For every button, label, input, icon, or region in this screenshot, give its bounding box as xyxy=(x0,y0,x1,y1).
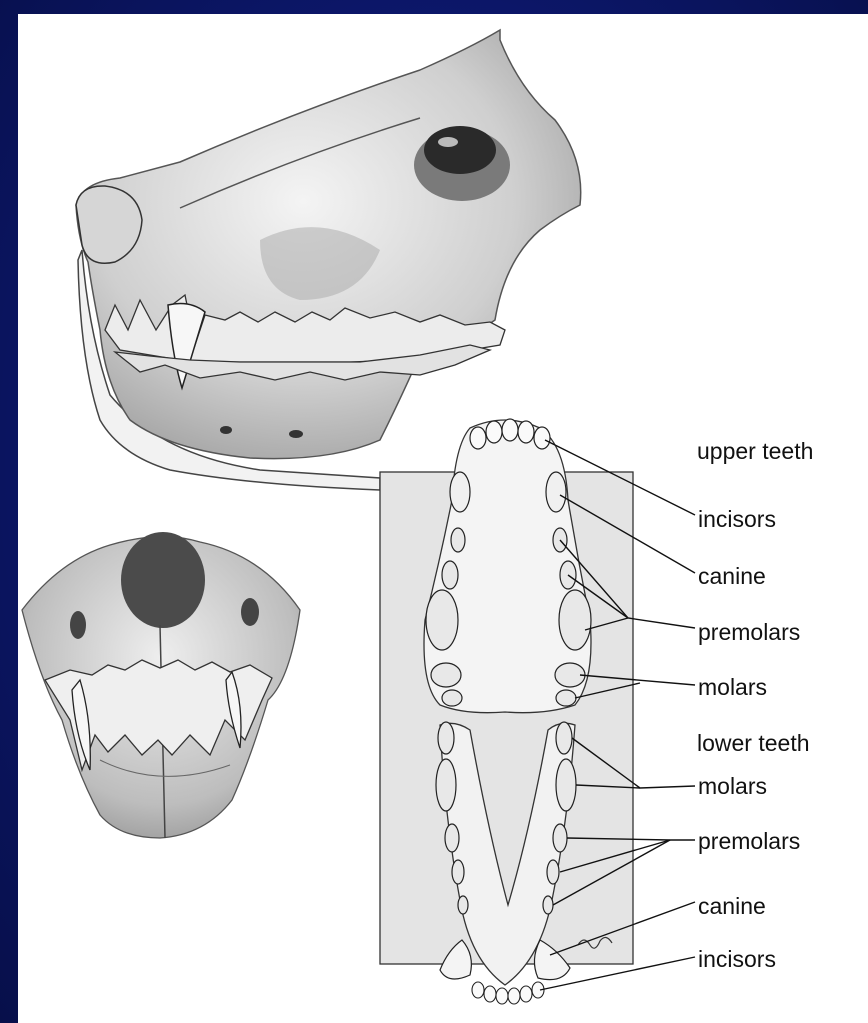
front-nose-pad xyxy=(121,532,205,628)
label-lower-incisors: incisors xyxy=(698,948,776,971)
eye xyxy=(424,126,496,174)
lower-incisors-top xyxy=(472,982,544,1004)
foramen-1 xyxy=(220,426,232,434)
eye-highlight xyxy=(438,137,458,147)
label-lower-canine: canine xyxy=(698,895,766,918)
skull-front-view xyxy=(22,532,300,838)
jaw-top-view-inset xyxy=(380,419,633,1004)
foramen-2 xyxy=(289,430,303,438)
upper-canine-left-top xyxy=(450,472,470,512)
front-left-eye xyxy=(70,611,86,639)
label-lower-molars: molars xyxy=(698,775,767,798)
label-upper-teeth: upper teeth xyxy=(697,440,813,463)
front-right-eye xyxy=(241,598,259,626)
label-upper-canine: canine xyxy=(698,565,766,588)
upper-canine-right-top xyxy=(546,472,566,512)
label-lower-teeth: lower teeth xyxy=(697,732,810,755)
label-upper-molars: molars xyxy=(698,676,767,699)
label-upper-premolars: premolars xyxy=(698,621,800,644)
label-upper-incisors: incisors xyxy=(698,508,776,531)
label-lower-premolars: premolars xyxy=(698,830,800,853)
